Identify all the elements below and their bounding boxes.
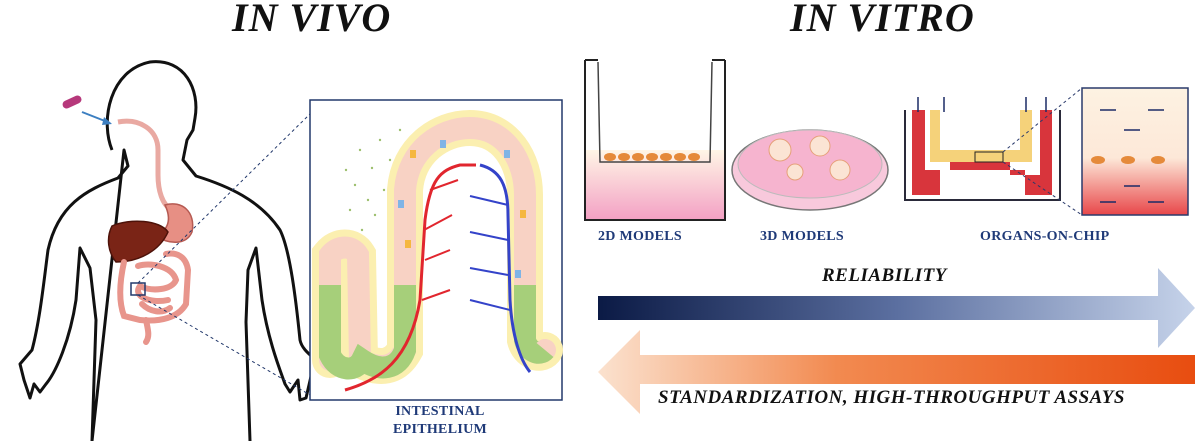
organ-on-chip-illustration xyxy=(904,87,1189,216)
label-2d-models: 2D MODELS xyxy=(598,229,682,244)
crypt-region-right xyxy=(514,285,554,364)
reliability-arrow xyxy=(598,268,1195,348)
liver xyxy=(107,220,169,263)
label-3d-models: 3D MODELS xyxy=(760,229,844,244)
label-organs-on-chip: ORGANS-ON-CHIP xyxy=(980,229,1110,244)
petri-dish-3d-illustration xyxy=(731,129,889,211)
transwell-outer xyxy=(584,60,726,221)
artery xyxy=(344,163,476,392)
standardization-label: STANDARDIZATION, HIGH-THROUGHPUT ASSAYS xyxy=(658,387,1125,408)
esophagus xyxy=(117,118,174,213)
ingestion-arrow-head xyxy=(102,117,112,125)
villus-dots xyxy=(344,128,402,232)
vein-branches xyxy=(469,195,511,311)
cell-monolayer xyxy=(604,153,700,161)
chip-flow-arrows xyxy=(917,97,1047,112)
chip-zoom-line-bottom xyxy=(1002,161,1083,216)
transwell-medium xyxy=(585,150,725,220)
chip-detail-arrows xyxy=(1100,109,1164,203)
zoom-line-top xyxy=(137,111,313,284)
chip-detail-panel xyxy=(1081,87,1189,216)
organoids xyxy=(768,135,851,181)
crypt-region-left xyxy=(319,285,416,380)
pill-icon xyxy=(62,95,82,109)
chip-frame xyxy=(904,110,1061,201)
label-epithelium-line1: INTESTINAL xyxy=(395,404,485,419)
label-epithelium-line2: EPITHELIUM xyxy=(392,422,487,437)
standardization-arrow xyxy=(598,330,1195,414)
artery-branches xyxy=(421,179,459,301)
transwell-2d-illustration xyxy=(584,59,726,221)
transwell-insert xyxy=(597,61,713,163)
transporters xyxy=(398,140,521,278)
petri-medium xyxy=(737,129,883,199)
heading-in-vitro: IN VITRO xyxy=(790,0,975,40)
vein xyxy=(479,163,532,373)
heading-in-vivo: IN VIVO xyxy=(232,0,392,40)
intestinal-villus-panel xyxy=(309,99,563,401)
zoom-line-bottom xyxy=(137,294,313,397)
chip-zoom-marker xyxy=(974,151,1004,163)
chip-detail-cells xyxy=(1091,156,1165,164)
chip-zoom-line-top xyxy=(1002,87,1083,153)
intestines xyxy=(117,250,192,345)
reliability-label: RELIABILITY xyxy=(822,265,947,286)
human-body-illustration xyxy=(18,60,320,441)
tight-junctions xyxy=(405,150,526,248)
chip-top-channel xyxy=(930,110,1032,162)
body-outline xyxy=(18,60,320,441)
